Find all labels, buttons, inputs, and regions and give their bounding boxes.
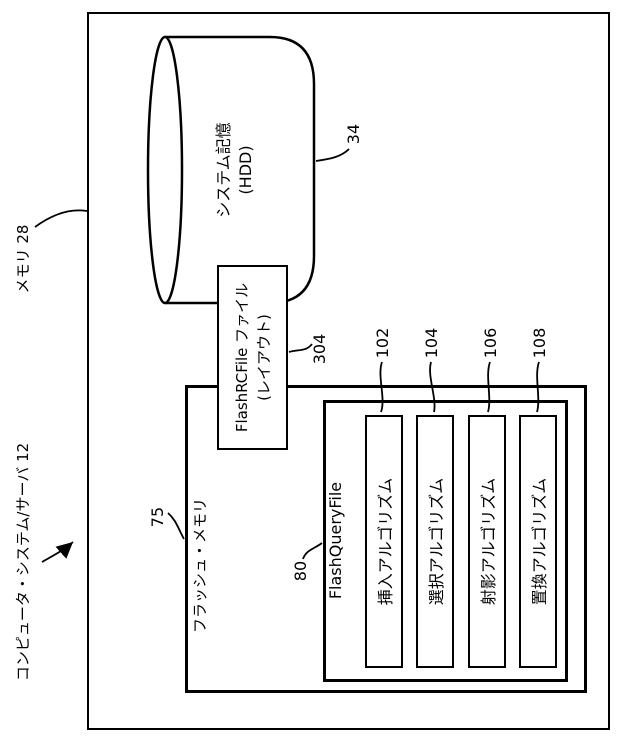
leader-line-106: [487, 361, 491, 413]
ref-104-label: 104: [422, 327, 441, 359]
system-storage-line1: システム記憶: [214, 122, 233, 218]
flashrcfile-box: FlashRCFile ファイル (レイアウト): [217, 265, 288, 450]
selection-algorithm-label: 選択アルゴリズム: [427, 477, 446, 606]
leader-line-80: [302, 542, 323, 560]
hdd-cylinder-body: [165, 35, 316, 305]
memory-label: メモリ 28: [14, 224, 32, 294]
insertion-algorithm-box: 挿入アルゴリズム: [365, 415, 403, 668]
leader-line-108: [536, 361, 540, 413]
flashrcfile-label-line2: (レイアウト): [254, 314, 273, 401]
ref-80-label: 80: [291, 560, 310, 582]
insertion-algorithm-label: 挿入アルゴリズム: [376, 477, 395, 606]
ref-106-label: 106: [481, 327, 500, 359]
ref-75-label: 75: [148, 506, 167, 528]
pointer-arrow-12: [41, 541, 74, 563]
system-storage-hdd-label: システム記憶 (HDD): [213, 80, 257, 260]
computer-system-server-label: コンピュータ・システム/サーバ 12: [14, 442, 32, 682]
ref-108-label: 108: [530, 327, 549, 359]
flashrcfile-label-line1: FlashRCFile ファイル: [232, 282, 251, 433]
flashqueryfile-label: FlashQueryFile: [326, 481, 345, 600]
leader-line-304: [288, 343, 313, 353]
projection-algorithm-label: 射影アルゴリズム: [479, 477, 498, 606]
ref-102-label: 102: [373, 327, 392, 359]
leader-line-75: [167, 512, 185, 540]
leader-line-34: [315, 148, 350, 162]
ref-304-label: 304: [310, 333, 329, 365]
selection-algorithm-box: 選択アルゴリズム: [416, 415, 454, 668]
replacement-algorithm-box: 置換アルゴリズム: [519, 415, 557, 668]
system-storage-line2: (HDD): [236, 145, 255, 195]
hdd-cylinder-top-ellipse: [146, 35, 184, 305]
ref-34-label: 34: [344, 123, 363, 145]
projection-algorithm-box: 射影アルゴリズム: [468, 415, 506, 668]
replacement-algorithm-label: 置換アルゴリズム: [530, 477, 549, 606]
flash-memory-label: フラッシュ・メモリ: [191, 498, 209, 634]
leader-line-102: [379, 361, 384, 413]
leader-line-28: [34, 209, 88, 228]
leader-line-104: [429, 361, 436, 413]
